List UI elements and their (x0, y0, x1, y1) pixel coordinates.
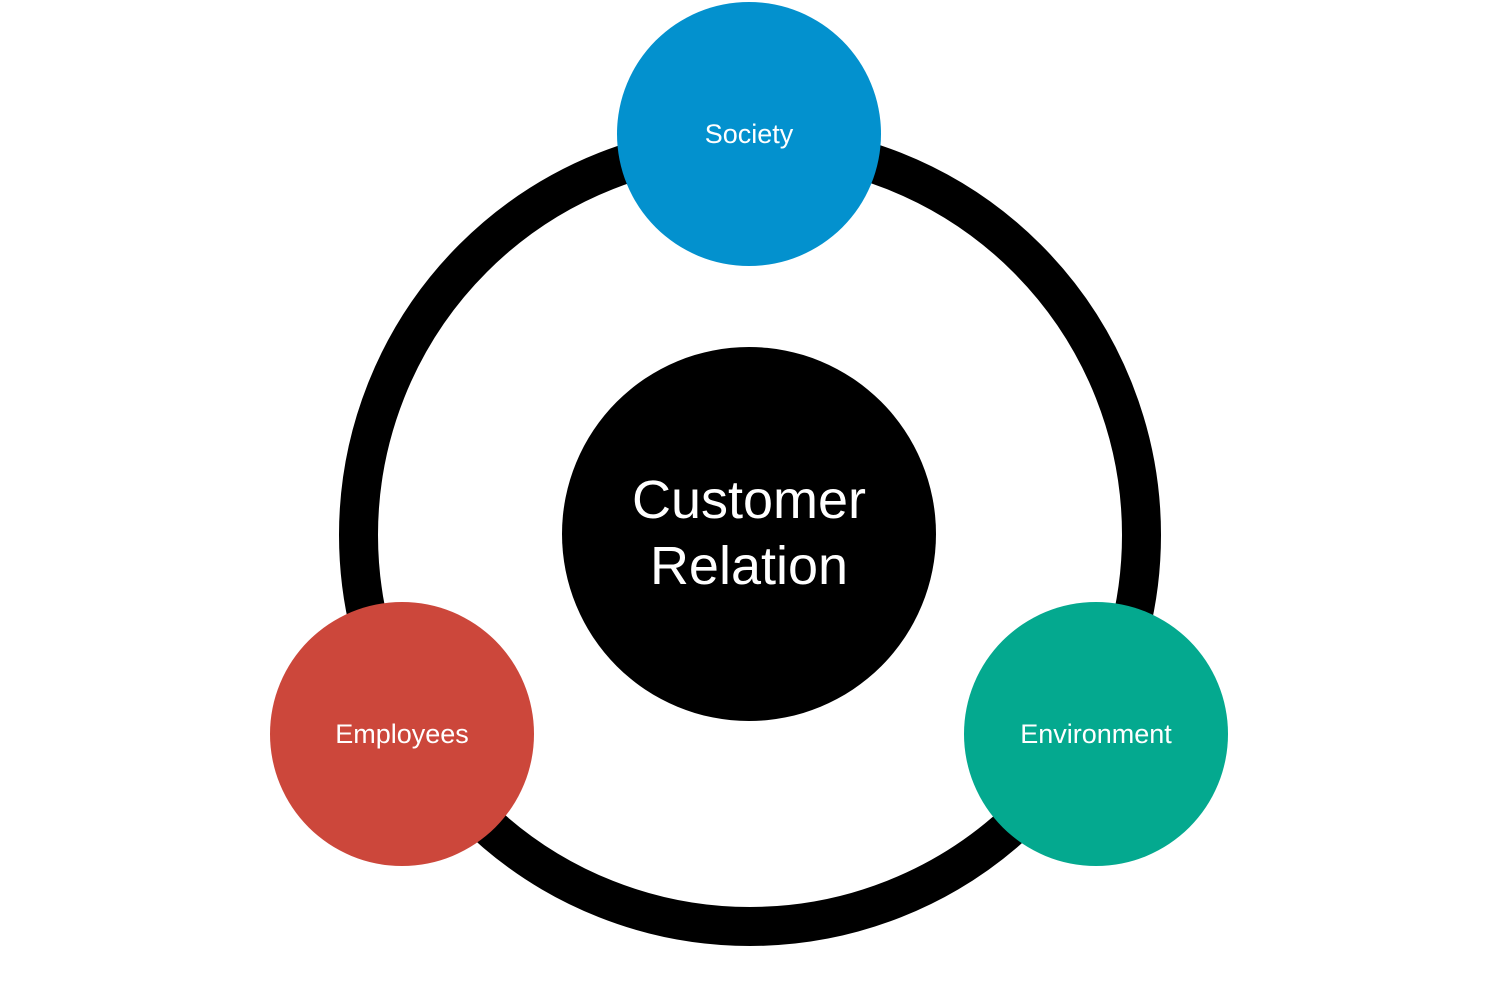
node-employees-label: Employees (335, 718, 469, 749)
node-employees: Employees (270, 602, 534, 866)
node-society-label: Society (704, 118, 794, 149)
node-environment: Environment (964, 602, 1228, 866)
node-society: Society (617, 2, 881, 266)
center-label-line-1: Customer (631, 470, 867, 531)
node-environment-label: Environment (1020, 718, 1172, 749)
center-label-line-2: Relation (649, 536, 849, 596)
center-node-customer-relation: Customer Relation (562, 347, 936, 721)
